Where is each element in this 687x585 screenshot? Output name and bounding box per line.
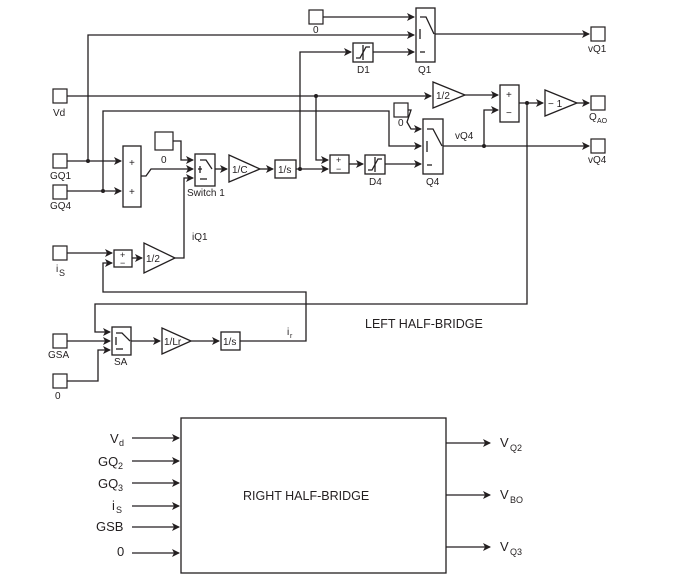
left-half-bridge-title: LEFT HALF-BRIDGE (365, 317, 483, 331)
rhb-output-vq3-label: V (500, 539, 509, 554)
inport-vd-label: Vd (53, 108, 65, 119)
sa-switch-glyph (116, 332, 131, 342)
sum-d4-sign-plus: + (336, 155, 341, 165)
q4-label: Q4 (426, 177, 440, 188)
sa-label: SA (114, 357, 128, 368)
gain-half-top-label: 1/2 (436, 91, 450, 102)
signal-vq4-label: vQ4 (455, 131, 474, 142)
switch1-label: Switch 1 (187, 188, 225, 199)
inport-vd[interactable] (52, 88, 68, 104)
rhb-input-gsb-label: GSB (96, 519, 123, 534)
rhb-input-zero: 0 (117, 544, 180, 559)
constant-zero-q1[interactable] (308, 9, 324, 25)
sum-gates-sign-1: + (129, 158, 135, 169)
integrator-v-label: 1/s (278, 165, 291, 176)
q4-switch-glyph (427, 128, 443, 147)
q1-switch-glyph (420, 16, 435, 35)
rhb-input-vd: V d (110, 431, 180, 448)
rhb-input-is-subscript: S (116, 505, 122, 515)
rhb-output-vq2: V Q2 (446, 435, 522, 453)
rhb-output-vq2-subscript: Q2 (510, 443, 522, 453)
gain-1-over-lr-label: 1/Lr (164, 337, 182, 348)
d4-label: D4 (369, 177, 382, 188)
switch1-glyph-bar (198, 166, 202, 173)
rhb-output-vbo-label: V (500, 487, 509, 502)
signal-ir-subscript: r (290, 333, 293, 340)
signal-iq1-label: iQ1 (192, 232, 208, 243)
outport-vq4-label: vQ4 (588, 155, 607, 166)
left-wires (67, 13, 590, 382)
sum-is-sign-plus: + (120, 250, 125, 260)
gain-1-over-lr[interactable] (161, 326, 193, 356)
d1-label: D1 (357, 65, 370, 76)
constant-zero-q4-label: 0 (398, 118, 404, 129)
q1-label: Q1 (418, 65, 432, 76)
sum-gates-sign-2: + (129, 187, 135, 198)
outport-qao-subscript: AO (597, 118, 608, 125)
integrator-i-label: 1/s (223, 337, 236, 348)
rhb-input-gq2-label: GQ (98, 454, 118, 469)
q4-switch-block[interactable] (422, 118, 444, 175)
sum-is-sign-minus: − (120, 258, 125, 268)
inport-gq1[interactable] (52, 153, 68, 169)
rhb-output-vq3: V Q3 (446, 539, 522, 557)
switch1-glyph (200, 159, 213, 170)
rhb-input-gq3: GQ 3 (98, 476, 180, 493)
rhb-input-gq2-subscript: 2 (118, 461, 123, 471)
outport-vq4[interactable] (590, 138, 606, 154)
sa-switch-block[interactable] (111, 326, 132, 356)
rhb-input-gq3-subscript: 3 (118, 483, 123, 493)
constant-zero-switch1-label: 0 (161, 155, 167, 166)
rhb-input-zero-label: 0 (117, 544, 124, 559)
rhb-output-vbo: V BO (446, 487, 523, 505)
gain-half-top[interactable] (432, 81, 467, 109)
gain-half-is-label: 1/2 (146, 254, 160, 265)
rhb-output-vbo-subscript: BO (510, 495, 523, 505)
left-half-bridge: Vd GQ1 GQ4 i S GSA 0 0 0 0 + + Switch 1 … (48, 7, 608, 402)
rhb-input-is: i S (112, 498, 180, 515)
inport-gsa-label: GSA (48, 350, 69, 361)
rhb-output-vq2-label: V (500, 435, 509, 450)
outport-qao[interactable] (590, 95, 606, 111)
sum-d4-sign-minus: − (336, 164, 341, 174)
rhb-input-gsb: GSB (96, 519, 180, 534)
right-half-bridge-block[interactable] (180, 417, 447, 574)
inport-zero-sa[interactable] (52, 373, 68, 389)
outport-qao-label: Q (589, 112, 597, 123)
inport-is[interactable] (52, 245, 68, 261)
right-half-bridge-title: RIGHT HALF-BRIDGE (243, 489, 369, 503)
rhb-input-is-label: i (112, 498, 115, 513)
inport-zero-sa-label: 0 (55, 391, 61, 402)
switch1-block[interactable] (194, 153, 216, 187)
rhb-input-gq3-label: GQ (98, 476, 118, 491)
constant-zero-q1-label: 0 (313, 25, 319, 36)
signal-ir-label: i (287, 327, 289, 338)
rhb-input-vd-label: V (110, 431, 119, 446)
rhb-output-vq3-subscript: Q3 (510, 547, 522, 557)
outport-vq1-label: vQ1 (588, 44, 607, 55)
constant-zero-switch1[interactable] (154, 131, 174, 151)
sum-out-sign-plus: + (506, 90, 512, 101)
outport-vq1[interactable] (590, 26, 606, 42)
sum-out-sign-minus: − (506, 108, 512, 119)
inport-gq4[interactable] (52, 184, 68, 200)
q1-switch-block[interactable] (415, 7, 436, 63)
inport-is-label: i (56, 264, 58, 275)
right-half-bridge: RIGHT HALF-BRIDGE V d GQ 2 GQ 3 i S GSB … (96, 417, 523, 574)
gain-neg-one[interactable] (544, 89, 579, 117)
gain-1-over-c[interactable] (228, 153, 262, 183)
rhb-input-gq2: GQ 2 (98, 454, 180, 471)
constant-zero-q4[interactable] (393, 102, 409, 118)
gain-1-over-c-label: 1/C (232, 165, 248, 176)
gain-neg-one-label: − 1 (548, 99, 563, 110)
inport-is-subscript: S (59, 268, 65, 278)
rhb-input-vd-subscript: d (119, 438, 124, 448)
inport-gq1-label: GQ1 (50, 171, 72, 182)
gain-half-is[interactable] (143, 241, 177, 275)
inport-gsa[interactable] (52, 333, 68, 349)
inport-gq4-label: GQ4 (50, 201, 72, 212)
